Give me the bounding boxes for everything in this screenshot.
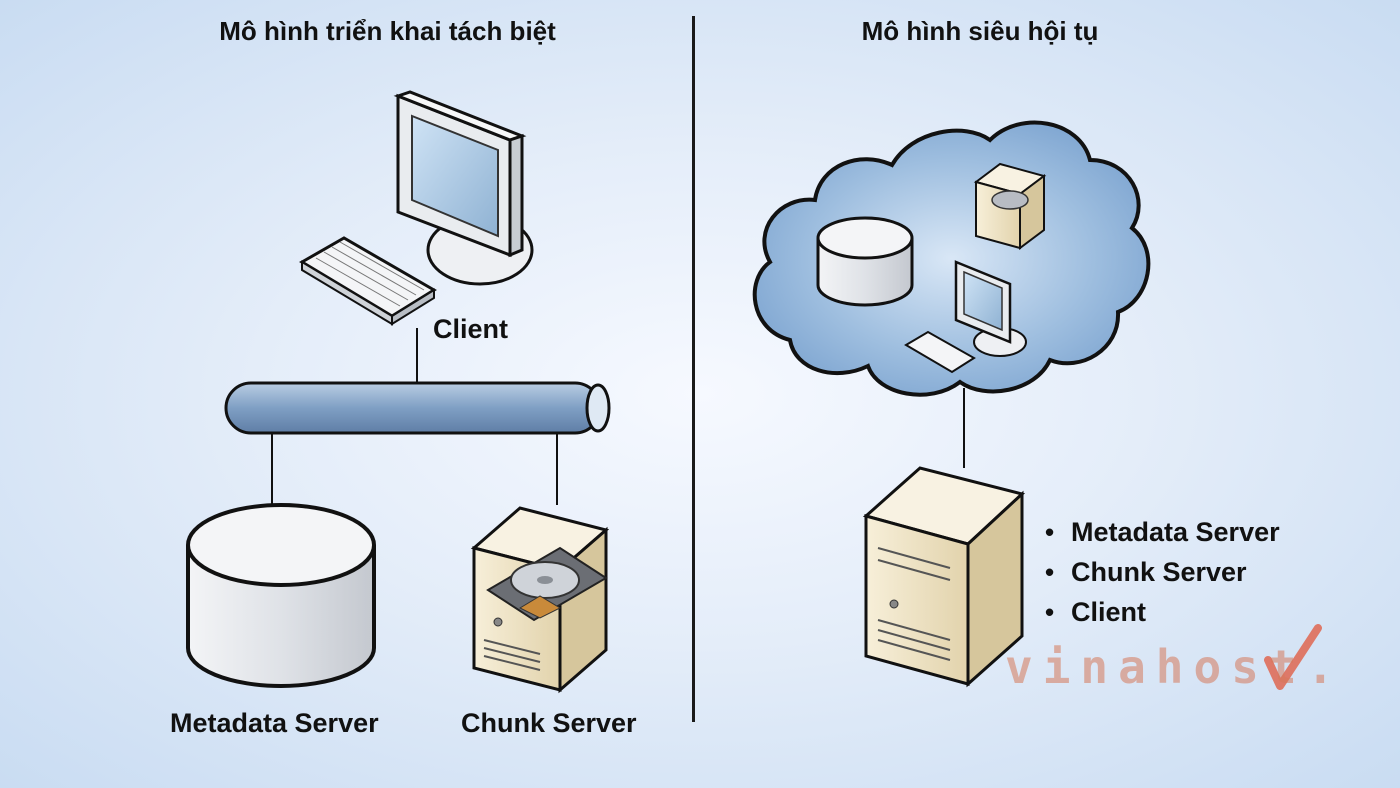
list-item-label: Chunk Server bbox=[1071, 557, 1247, 587]
vinahost-checkmark-icon bbox=[1264, 624, 1322, 690]
vinahost-watermark: vinahost. bbox=[1005, 640, 1345, 694]
cloud-metadata-disk-icon bbox=[816, 216, 914, 307]
left-panel-title: Mô hình triển khai tách biệt bbox=[219, 16, 556, 46]
cloud-chunk-server-icon bbox=[973, 162, 1047, 250]
bullet-icon: • bbox=[1045, 557, 1055, 587]
converged-cloud bbox=[752, 120, 1151, 397]
converged-server-icon bbox=[862, 466, 1026, 688]
cloud-client-icon bbox=[904, 260, 1027, 374]
list-item-label: Metadata Server bbox=[1071, 517, 1280, 547]
metadata-server-icon bbox=[186, 503, 376, 688]
right-panel-title: Mô hình siêu hội tụ bbox=[861, 16, 1099, 46]
bullet-icon: • bbox=[1045, 597, 1055, 627]
network-bus-pipe bbox=[224, 381, 611, 435]
client-computer-icon bbox=[299, 90, 534, 326]
metadata-server-label: Metadata Server bbox=[170, 708, 379, 738]
list-item: • Chunk Server bbox=[1045, 552, 1280, 592]
connector-lines bbox=[271, 328, 558, 505]
panel-divider bbox=[692, 16, 695, 722]
chunk-server-label: Chunk Server bbox=[461, 708, 637, 738]
bullet-icon: • bbox=[1045, 517, 1055, 547]
client-label: Client bbox=[433, 314, 509, 344]
list-item: • Metadata Server bbox=[1045, 512, 1280, 552]
converged-roles-list: • Metadata Server • Chunk Server • Client bbox=[1045, 512, 1280, 632]
list-item-label: Client bbox=[1071, 597, 1147, 627]
list-item: • Client bbox=[1045, 592, 1280, 632]
chunk-server-icon bbox=[470, 506, 610, 694]
